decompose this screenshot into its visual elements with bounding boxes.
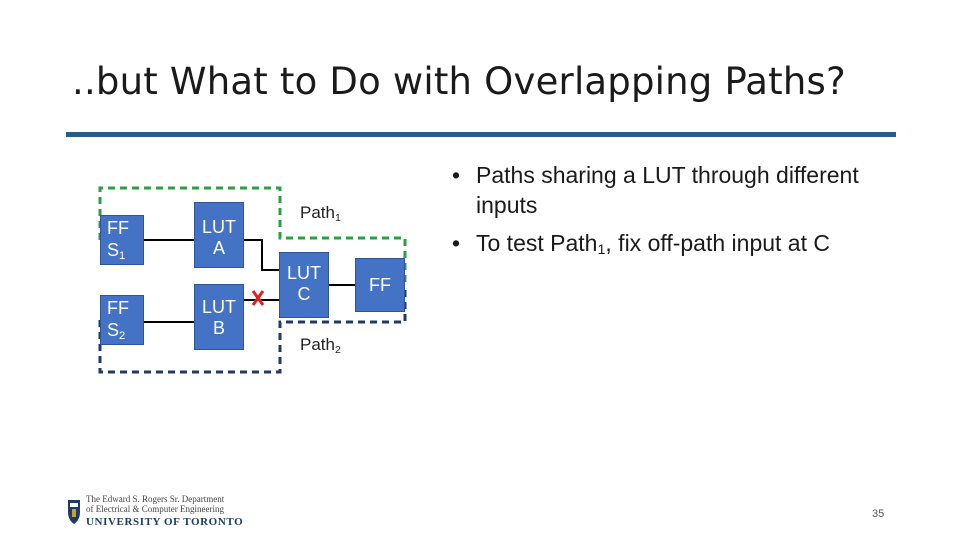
crest-icon [68,500,80,524]
circuit-wires [144,239,355,323]
bullet-dot: • [452,230,461,256]
logo-department-line1: The Edward S. Rogers Sr. Department [86,494,225,504]
lut-b-line1: LUT [201,297,236,317]
bullet-text: Paths sharing a LUT through different in… [476,162,859,218]
ff-output-label: FF [369,275,391,295]
lut-a: LUT A [194,202,244,268]
lut-c-line2: C [297,284,311,304]
ff-s1-sub: S1 [107,240,126,262]
lut-c: LUT C [279,252,329,318]
bullet-text: To test Path1, fix off-path input at C [476,230,830,258]
ff-s2-sub: S2 [107,320,126,342]
ff-s2: FF S2 [100,295,144,345]
bullet-list: • Paths sharing a LUT through different … [452,160,922,273]
bullet-dot: • [452,162,461,188]
wire-luta-lutc [244,239,279,271]
path2-label: Path2 [300,335,341,356]
path2-route [98,288,407,374]
path1-route [98,186,407,285]
ff-s1: FF S1 [100,215,144,265]
page-number: 35 [872,508,885,520]
logo-department-line2: of Electrical & Computer Engineering [86,504,224,514]
logo-university-name: UNIVERSITY OF TORONTO [86,516,244,528]
path1-label: Path1 [300,203,341,224]
lut-a-line1: LUT [201,217,236,237]
bullet-item: • To test Path1, fix off-path input at C [452,228,922,265]
ff-s1-label: FF [107,218,129,238]
lut-c-line1: LUT [286,263,321,283]
lut-b: LUT B [194,284,244,350]
title-divider [66,132,896,137]
lut-a-line2: A [212,238,225,258]
lut-b-line2: B [212,318,225,338]
slide-title: ..but What to Do with Overlapping Paths? [72,60,846,103]
university-logo: The Edward S. Rogers Sr. Department of E… [66,492,246,530]
ff-s2-label: FF [107,298,129,318]
ff-output: FF [355,258,405,312]
bullet-item: • Paths sharing a LUT through different … [452,160,922,220]
cross-icon [251,290,265,306]
